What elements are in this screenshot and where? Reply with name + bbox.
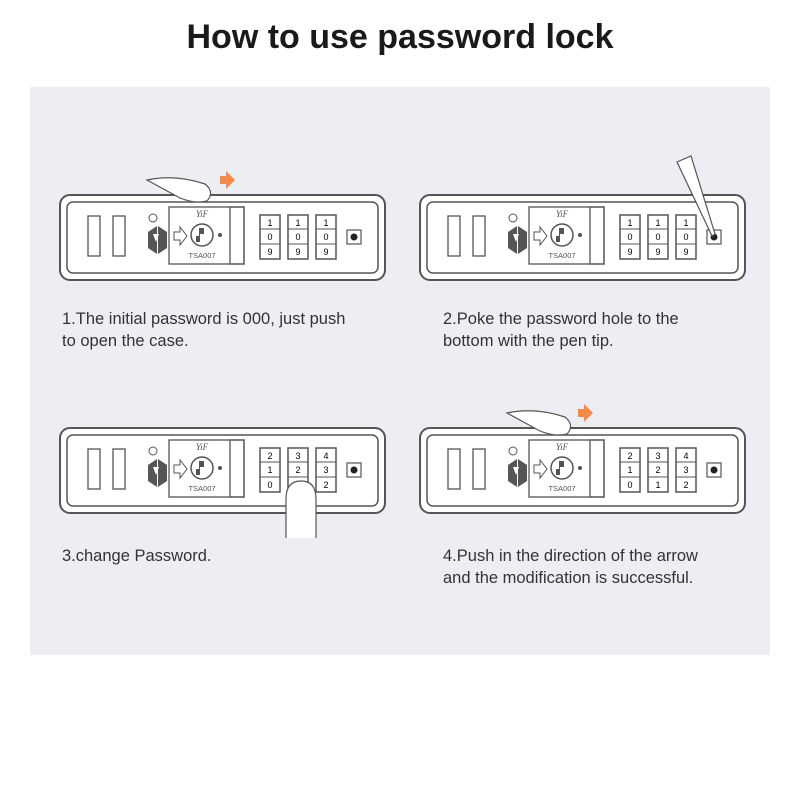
tsa-logo-icon	[508, 446, 527, 487]
dial-digit: 1	[683, 218, 688, 228]
dial-wheel-3[interactable]: 1 0 9	[315, 214, 337, 260]
dial-digit: 4	[683, 451, 688, 461]
latch-slot-left	[87, 215, 101, 257]
dial-digit: 9	[295, 247, 300, 257]
key-module: YiF TSA007	[528, 439, 605, 498]
tsa-logo-icon	[148, 213, 167, 254]
brand-label: YiF	[196, 209, 209, 219]
dial-digit: 3	[655, 451, 660, 461]
dial-digit: 3	[683, 465, 688, 475]
dial-digit: 9	[627, 247, 632, 257]
combination-dials: 2 1 0 3 2 1 4 3 2	[259, 447, 337, 493]
dial-digit: 1	[627, 465, 632, 475]
finger-icon	[145, 177, 212, 203]
dial-digit: 2	[323, 480, 328, 490]
combination-dials: 2 1 0 3 2 1 4 3 2	[619, 447, 697, 493]
dial-digit: 2	[683, 480, 688, 490]
dial-digit: 2	[627, 451, 632, 461]
arrow-right-icon	[578, 404, 593, 422]
lock-illustration-step-4: YiF TSA007 2 1 0 3 2 1 4 3 2	[419, 404, 746, 514]
page-title: How to use password lock	[186, 18, 614, 56]
latch-slot-right	[112, 448, 126, 490]
latch-slot-right	[112, 215, 126, 257]
combination-dials: 1 0 9 1 0 9 1 0 9	[619, 214, 697, 260]
model-label: TSA007	[188, 251, 215, 260]
latch-slot-right	[472, 215, 486, 257]
dial-digit: 0	[295, 232, 300, 242]
dial-digit: 1	[295, 218, 300, 228]
step-3-caption: 3.change Password.	[62, 547, 212, 565]
step-1-caption: 1.The initial password is 000, just push…	[62, 310, 346, 350]
dial-wheel-2[interactable]: 1 0 9	[287, 214, 309, 260]
dial-digit: 0	[627, 232, 632, 242]
dial-wheel-1[interactable]: 2 1 0	[259, 447, 281, 493]
finger-icon	[285, 480, 317, 538]
tsa-logo-icon	[508, 213, 527, 254]
dial-wheel-3[interactable]: 1 0 9	[675, 214, 697, 260]
latch-slot-left	[447, 215, 461, 257]
key-module: YiF TSA007	[168, 206, 245, 265]
dial-wheel-1[interactable]: 1 0 9	[259, 214, 281, 260]
lock-illustration-step-3: YiF TSA007 2 1 0 3 2 1 4 3 2	[59, 427, 386, 538]
dial-digit: 1	[627, 218, 632, 228]
model-label: TSA007	[548, 251, 575, 260]
dial-digit: 1	[267, 465, 272, 475]
dial-digit: 2	[267, 451, 272, 461]
dial-wheel-2[interactable]: 1 0 9	[647, 214, 669, 260]
dial-digit: 9	[683, 247, 688, 257]
reset-hole[interactable]	[346, 462, 362, 478]
brand-label: YiF	[196, 442, 209, 452]
pen-tip-icon	[676, 155, 716, 237]
dial-digit: 9	[323, 247, 328, 257]
dial-digit: 3	[295, 451, 300, 461]
tsa-logo-icon	[148, 446, 167, 487]
dial-wheel-3[interactable]: 4 3 2	[315, 447, 337, 493]
model-label: TSA007	[548, 484, 575, 493]
model-label: TSA007	[188, 484, 215, 493]
step-2-caption: 2.Poke the password hole to the bottom w…	[443, 310, 679, 350]
dial-digit: 1	[655, 480, 660, 490]
finger-icon	[505, 410, 572, 436]
dial-digit: 2	[655, 465, 660, 475]
combination-dials: 1 0 9 1 0 9 1 0 9	[259, 214, 337, 260]
dial-wheel-1[interactable]: 2 1 0	[619, 447, 641, 493]
dial-digit: 0	[267, 480, 272, 490]
dial-wheel-2[interactable]: 3 2 1	[647, 447, 669, 493]
latch-slot-left	[87, 448, 101, 490]
dial-digit: 1	[267, 218, 272, 228]
latch-slot-left	[447, 448, 461, 490]
step-4-caption: 4.Push in the direction of the arrow and…	[443, 547, 698, 587]
dial-digit: 4	[323, 451, 328, 461]
brand-label: YiF	[556, 442, 569, 452]
dial-digit: 0	[655, 232, 660, 242]
dial-digit: 1	[323, 218, 328, 228]
reset-hole[interactable]	[346, 229, 362, 245]
key-module: YiF TSA007	[528, 206, 605, 265]
reset-hole[interactable]	[706, 462, 722, 478]
dial-digit: 0	[627, 480, 632, 490]
lock-illustration-step-1: YiF TSA007 1 0 9 1 0 9 1 0 9	[59, 171, 386, 281]
dial-digit: 9	[655, 247, 660, 257]
dial-digit: 9	[267, 247, 272, 257]
dial-digit: 0	[323, 232, 328, 242]
dial-digit: 1	[655, 218, 660, 228]
dial-digit: 0	[267, 232, 272, 242]
lock-illustration-step-2: YiF TSA007 1 0 9 1 0 9 1 0 9	[419, 155, 746, 281]
dial-wheel-1[interactable]: 1 0 9	[619, 214, 641, 260]
arrow-right-icon	[220, 171, 235, 189]
dial-wheel-3[interactable]: 4 3 2	[675, 447, 697, 493]
dial-digit: 3	[323, 465, 328, 475]
latch-slot-right	[472, 448, 486, 490]
dial-digit: 2	[295, 465, 300, 475]
brand-label: YiF	[556, 209, 569, 219]
dial-digit: 0	[683, 232, 688, 242]
key-module: YiF TSA007	[168, 439, 245, 498]
